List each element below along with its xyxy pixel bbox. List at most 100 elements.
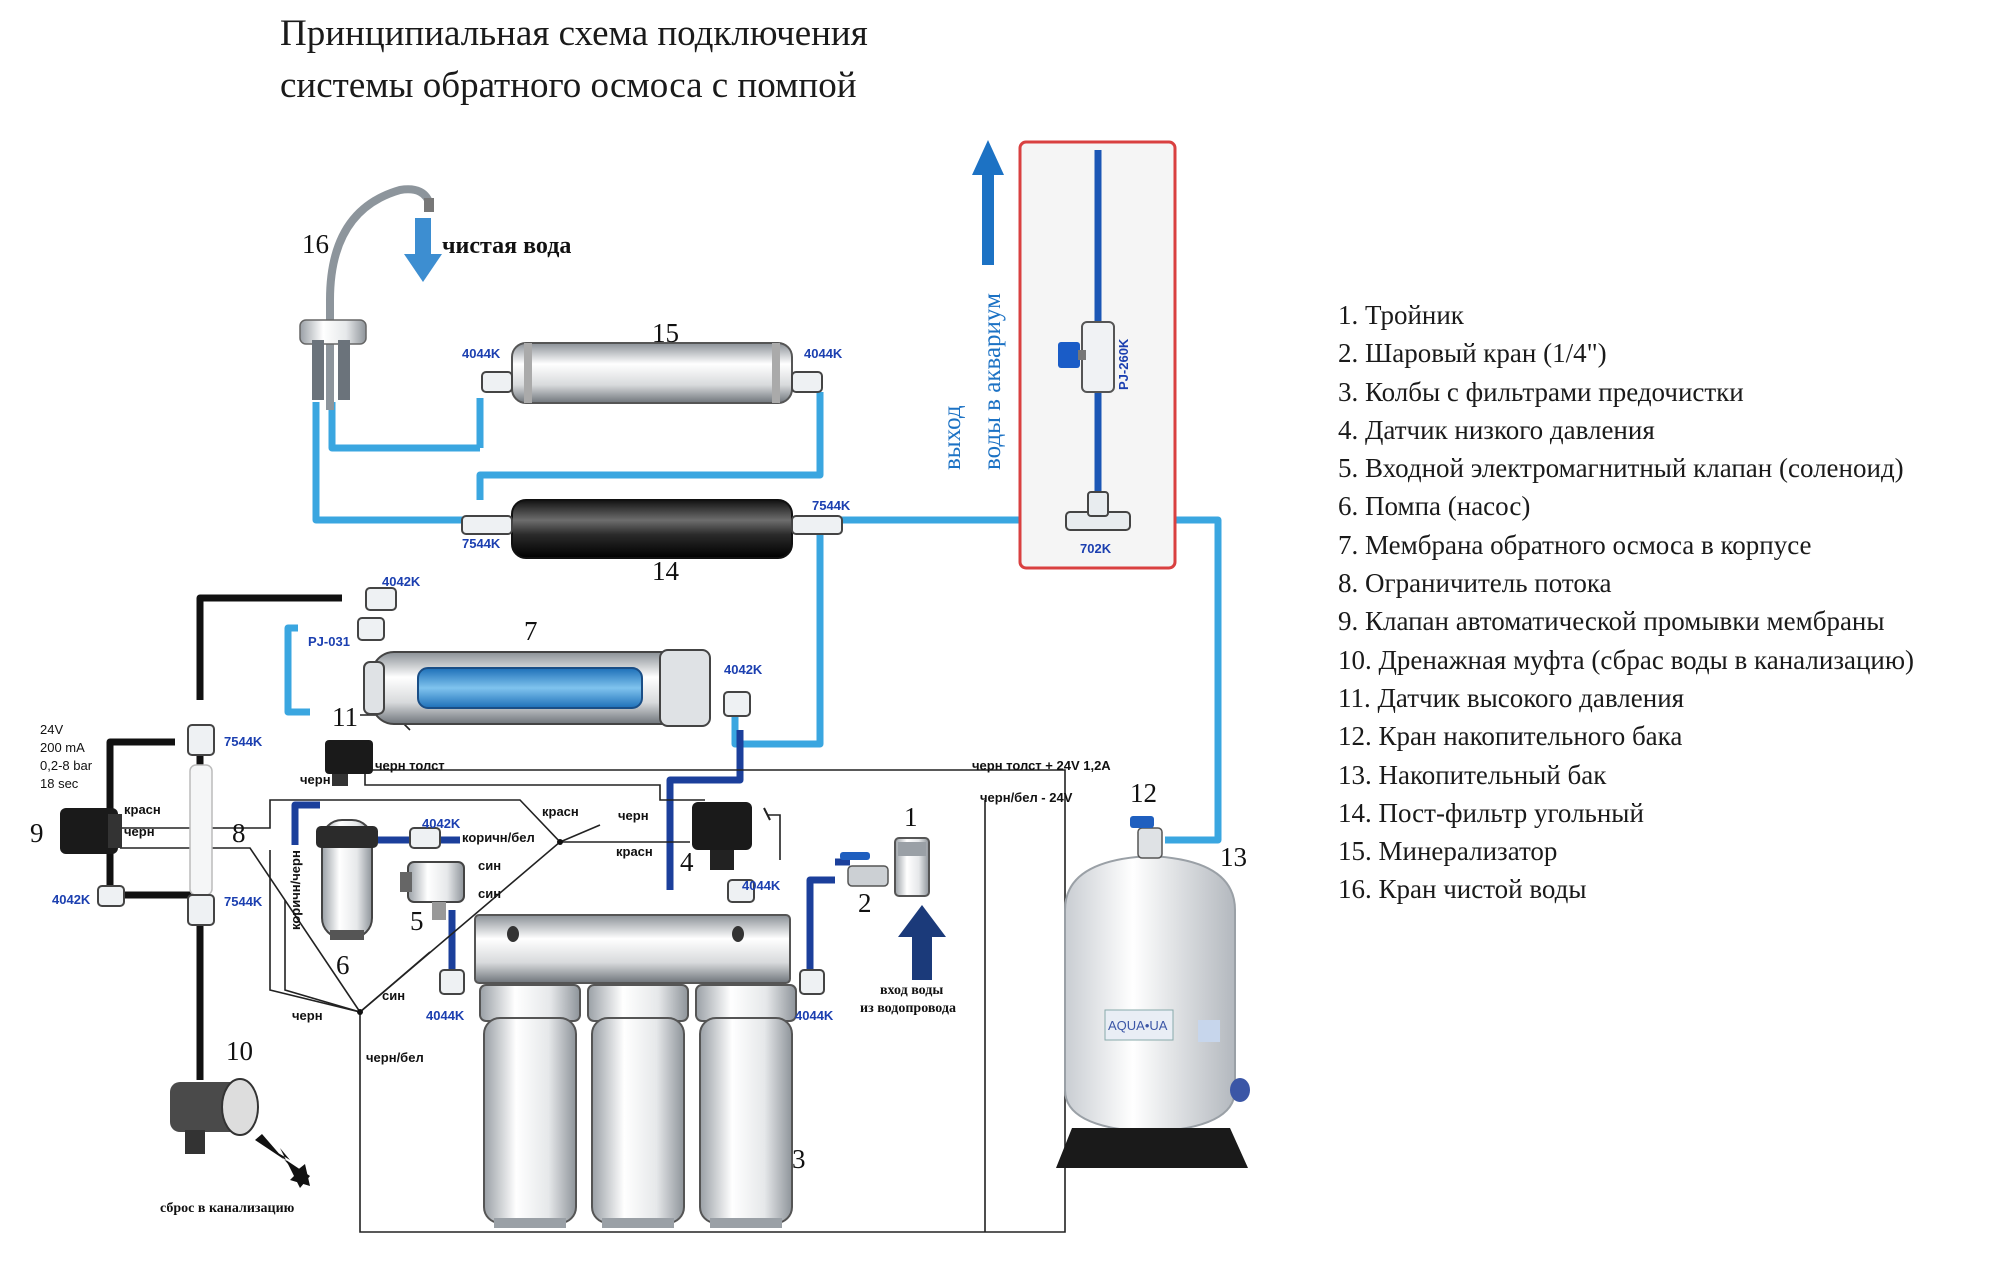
wire-label: черн/бел - 24V [980,790,1073,805]
inlet-arrow-icon [898,905,946,980]
wire-label: черн [618,808,649,823]
fitting-label: 4042K [724,662,763,677]
water-in-label-2: из водопровода [860,1001,956,1016]
water-in-label-1: вход воды [880,983,943,998]
label-6: 6 [336,950,350,980]
title-line-2: системы обратного осмоса с помпой [280,65,857,106]
mineralizer-cartridge [511,342,793,404]
wire-label: красн [542,804,579,819]
prefilter-bracket [474,914,791,984]
label-8: 8 [232,818,246,848]
prefilter-housing [587,984,689,1228]
legend-item: 8. Ограничитель потока [1338,568,1612,599]
label-10: 10 [226,1036,253,1066]
label-5: 5 [410,906,424,936]
legend-item: 16. Кран чистой воды [1338,874,1587,905]
wire-label: черн толст [375,758,445,773]
wire-label: черн толст + 24V 1,2А [972,758,1111,773]
prefilter-housing [479,984,581,1228]
storage-tank [1056,854,1250,1168]
fitting-label: 7544K [812,498,851,513]
aquarium-label-1: выход [939,405,966,470]
legend-item: 15. Минерализатор [1338,836,1558,867]
legend-item: 3. Колбы с фильтрами предочистки [1338,376,1744,407]
arrow-down-icon [404,218,442,282]
arrow-up-icon [972,140,1004,265]
legend-item: 5. Входной электромагнитный клапан (соле… [1338,453,1904,484]
carbon-postfilter [511,499,793,559]
inlet-tee [894,837,930,897]
legend: 1. Тройник 2. Шаровый кран (1/4") 3. Кол… [1338,296,1914,909]
fitting-label: 7544K [224,894,263,909]
wire-label: син [478,858,501,873]
dark-blue-pipes [291,730,850,975]
diagram-title: Принципиальная схема подключения системы… [280,8,868,112]
wire-label: красн [616,844,653,859]
prefilter-housing [695,984,797,1228]
wire-label: коричн/черн [288,850,303,930]
legend-item: 6. Помпа (насос) [1338,491,1531,522]
label-2: 2 [858,888,872,918]
legend-item: 13. Накопительный бак [1338,759,1607,790]
label-4: 4 [680,847,694,877]
ball-valve [840,852,889,887]
high-pressure-switch [325,740,373,786]
solenoid-valve [400,861,465,920]
wire-label: син [382,988,405,1003]
legend-item: 1. Тройник [1338,300,1464,330]
flush-valve [60,808,122,854]
fittings [97,371,843,995]
faucet [299,185,434,410]
fitting-label: 702K [1080,541,1112,556]
legend-item: 10. Дренажная муфта (сбрас воды в канали… [1338,644,1915,675]
tank-brand: AQUA•UA [1108,1018,1168,1033]
flow-restrictor [189,764,213,896]
spec-line: 200 mA [40,740,85,755]
drain-saddle [170,1078,259,1154]
label-12: 12 [1130,778,1157,808]
wire-junction [557,839,563,845]
spec-line: 18 sec [40,776,79,791]
fitting-label: 4042K [422,816,461,831]
fitting-label: 4042K [382,574,421,589]
wire-label: черн [124,824,155,839]
spec-line: 24V [40,722,63,737]
wire-label: черн [300,772,331,787]
low-pressure-switch [692,802,771,870]
legend-item: 12. Кран накопительного бака [1338,721,1683,752]
label-9: 9 [30,818,44,848]
wire-label: красн [124,802,161,817]
membrane-housing [363,649,711,727]
legend-item: 7. Мембрана обратного осмоса в корпусе [1338,529,1812,560]
label-16: 16 [302,229,329,259]
tank-valve [1130,816,1163,859]
fitting-label: PJ-260K [1116,338,1131,390]
fitting-label: 4044K [804,346,843,361]
label-1: 1 [904,802,918,832]
wire-label: черн/бел [366,1050,424,1065]
fitting-label: 4044K [426,1008,465,1023]
label-15: 15 [652,318,679,348]
legend-item: 14. Пост-фильтр угольный [1338,797,1644,828]
clean-water-label: чистая вода [442,233,571,259]
wire-label: черн [292,1008,323,1023]
wire-label: коричн/бел [462,830,535,845]
label-3: 3 [792,1144,806,1174]
label-13: 13 [1220,842,1247,872]
legend-item: 4. Датчик низкого давления [1338,414,1655,445]
drain-arrow-icon [255,1134,310,1188]
pj260-valve [1058,321,1115,393]
spec-line: 0,2-8 bar [40,758,93,773]
title-line-1: Принципиальная схема подключения [280,13,868,54]
fitting-label: 4044K [462,346,501,361]
fitting-label: 4042K [52,892,91,907]
legend-item: 9. Клапан автоматической промывки мембра… [1338,606,1885,637]
wire-label: син [478,886,501,901]
fitting-label: 7544K [224,734,263,749]
booster-pump [316,819,378,940]
fitting-label: 4044K [742,878,781,893]
fitting-label: 7544K [462,536,501,551]
fitting-label: PJ-031 [308,634,350,649]
tee-702k [1065,491,1131,531]
legend-item: 11. Датчик высокого давления [1338,682,1685,713]
